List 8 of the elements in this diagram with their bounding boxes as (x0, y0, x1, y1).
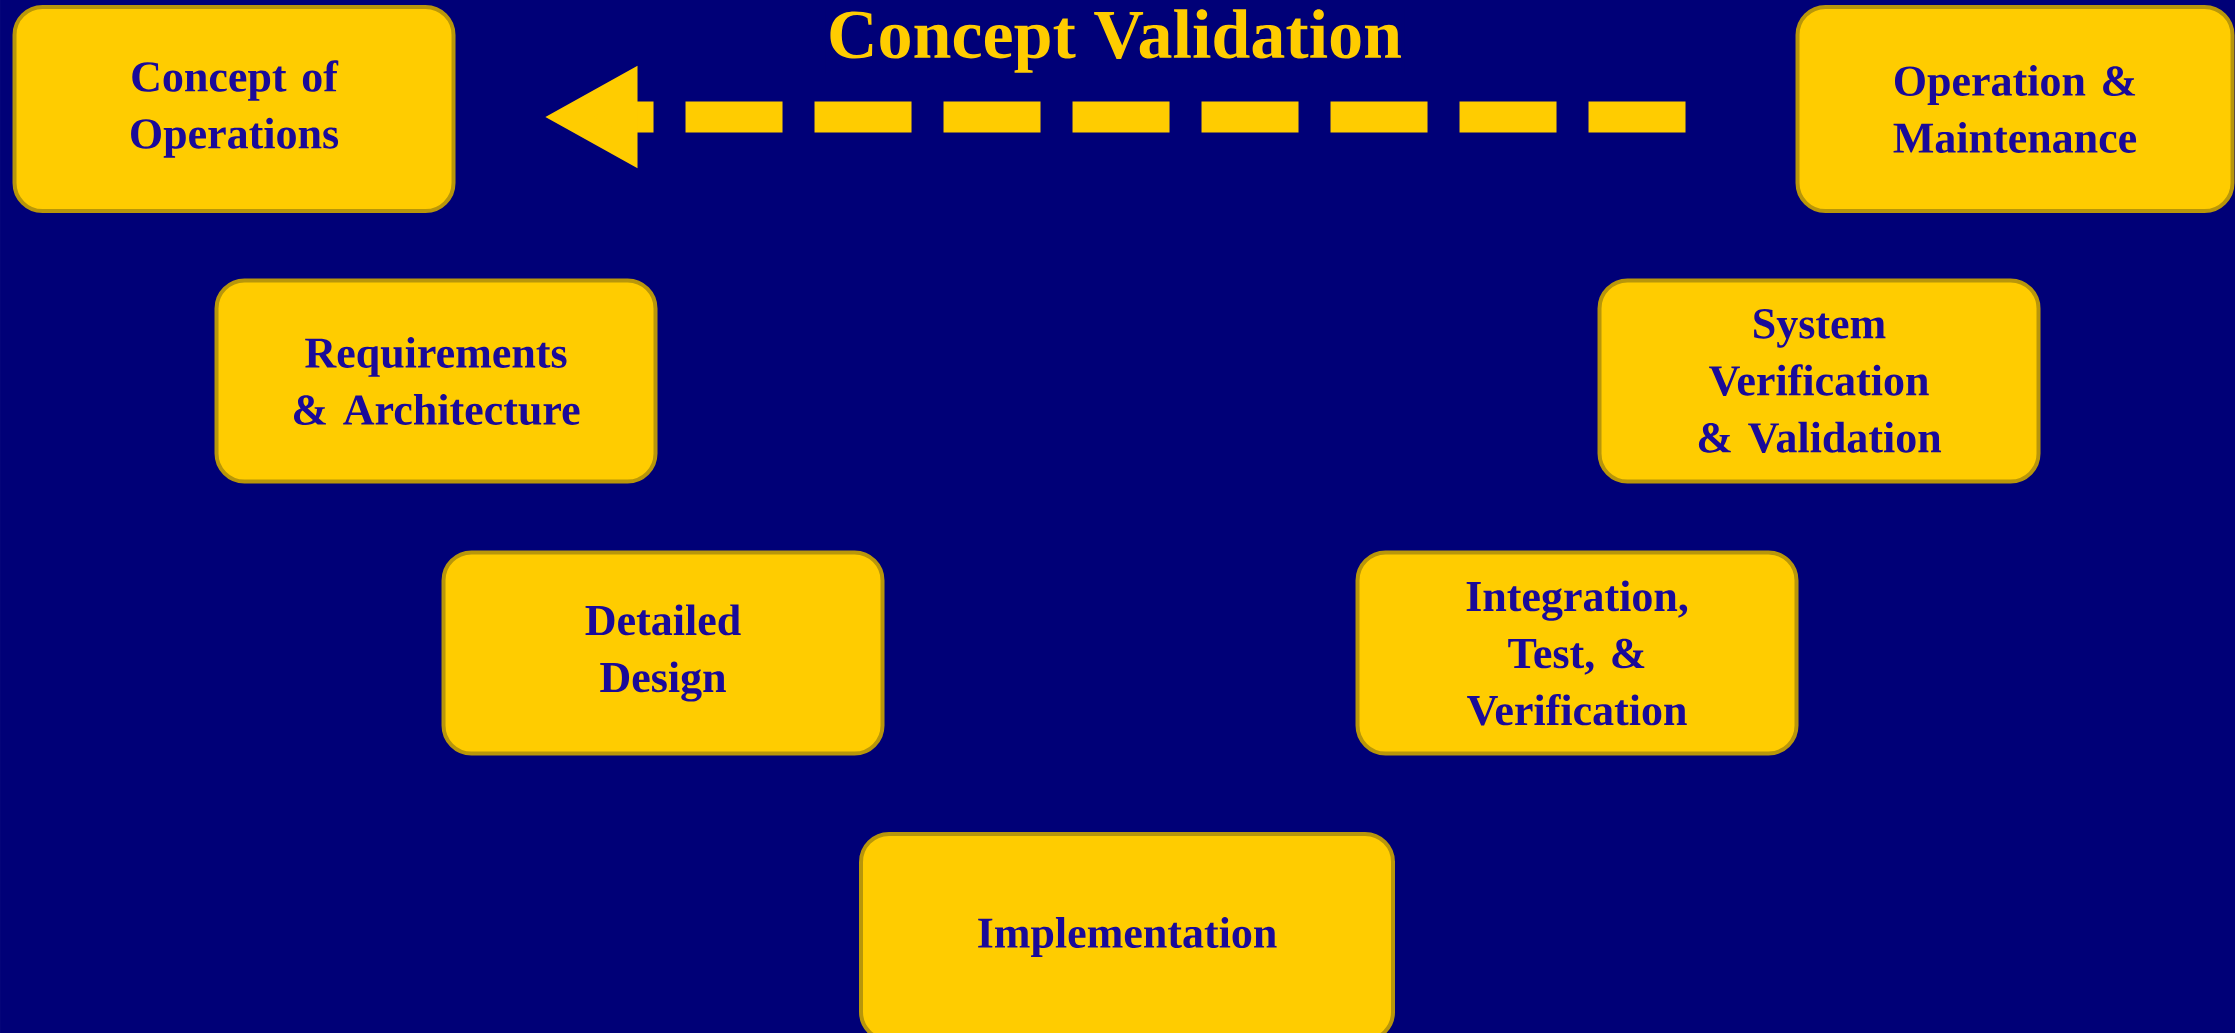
process-box: System Verification & Validation (1597, 278, 2041, 484)
process-box: Implementation (859, 832, 1395, 1033)
edge-label: Concept Validation (825, 7, 1404, 75)
process-box: Integration, Test, & Verification (1355, 550, 1799, 756)
process-box: Operation & Maintenance (1795, 5, 2235, 213)
process-box: Detailed Design (441, 550, 885, 756)
process-box: Requirements & Architecture (214, 278, 658, 484)
process-box: Concept of Operations (12, 5, 456, 213)
